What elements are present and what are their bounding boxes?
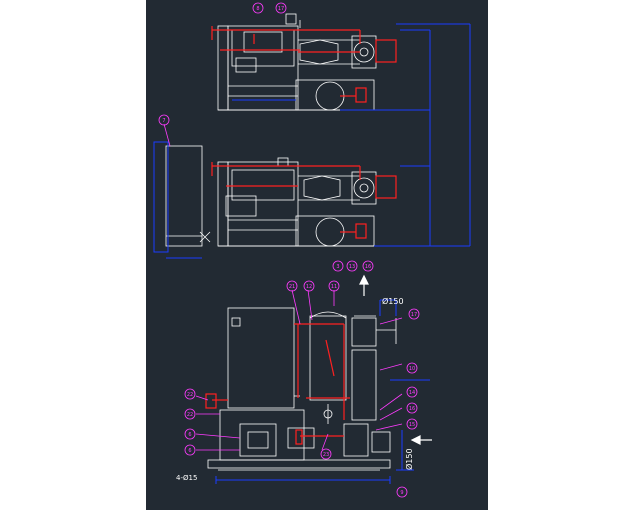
top-view-lower	[217, 157, 380, 247]
balloon-number: 15	[409, 422, 415, 428]
balloon-number: 16	[365, 264, 371, 270]
inlet-arrows	[359, 274, 432, 445]
cad-drawing: 8 17 7 3 13 16 21 12 11 17 10 14 16 15 2…	[153, 2, 471, 498]
balloon-number: 10	[409, 366, 415, 372]
top-view-upper-frame	[232, 29, 431, 246]
balloon-number: 22	[187, 392, 193, 398]
cad-drawing-canvas: 8 17 7 3 13 16 21 12 11 17 10 14 16 15 2…	[146, 0, 488, 510]
front-view	[207, 307, 397, 471]
balloon-number: 6	[188, 432, 191, 438]
pipe-diameter-side: Ø150	[404, 448, 414, 470]
front-view-pipes	[205, 323, 350, 445]
balloon-number: 16	[409, 406, 415, 412]
balloon-number: 6	[188, 448, 191, 454]
top-view-upper-pipes	[211, 26, 397, 103]
side-view-leader	[163, 123, 171, 147]
anchor-bolt-note: 4-Ø15	[176, 474, 197, 482]
balloon-number: 21	[289, 284, 295, 290]
side-view-cabinet-frame	[153, 141, 202, 259]
side-view-cabinet	[165, 145, 211, 247]
balloon-number: 22	[187, 412, 193, 418]
balloon-number: 7	[162, 118, 165, 124]
balloon-number: 17	[278, 6, 284, 12]
balloon-number: 14	[409, 390, 415, 396]
top-view-lower-pipes	[211, 162, 397, 239]
balloon-number: 13	[349, 264, 355, 270]
balloon-number: 12	[306, 284, 312, 290]
front-view-frame	[215, 299, 430, 484]
balloons	[158, 2, 420, 498]
front-view-leaders	[195, 289, 403, 451]
top-view-lower-frame	[374, 23, 471, 247]
balloon-number: 23	[323, 452, 329, 458]
balloon-number: 11	[331, 284, 337, 290]
pipe-diameter-top: Ø150	[382, 296, 404, 306]
balloon-number: 17	[411, 312, 417, 318]
balloon-number: 8	[256, 6, 259, 12]
balloon-number: 9	[400, 490, 403, 496]
balloon-number: 3	[336, 264, 339, 270]
